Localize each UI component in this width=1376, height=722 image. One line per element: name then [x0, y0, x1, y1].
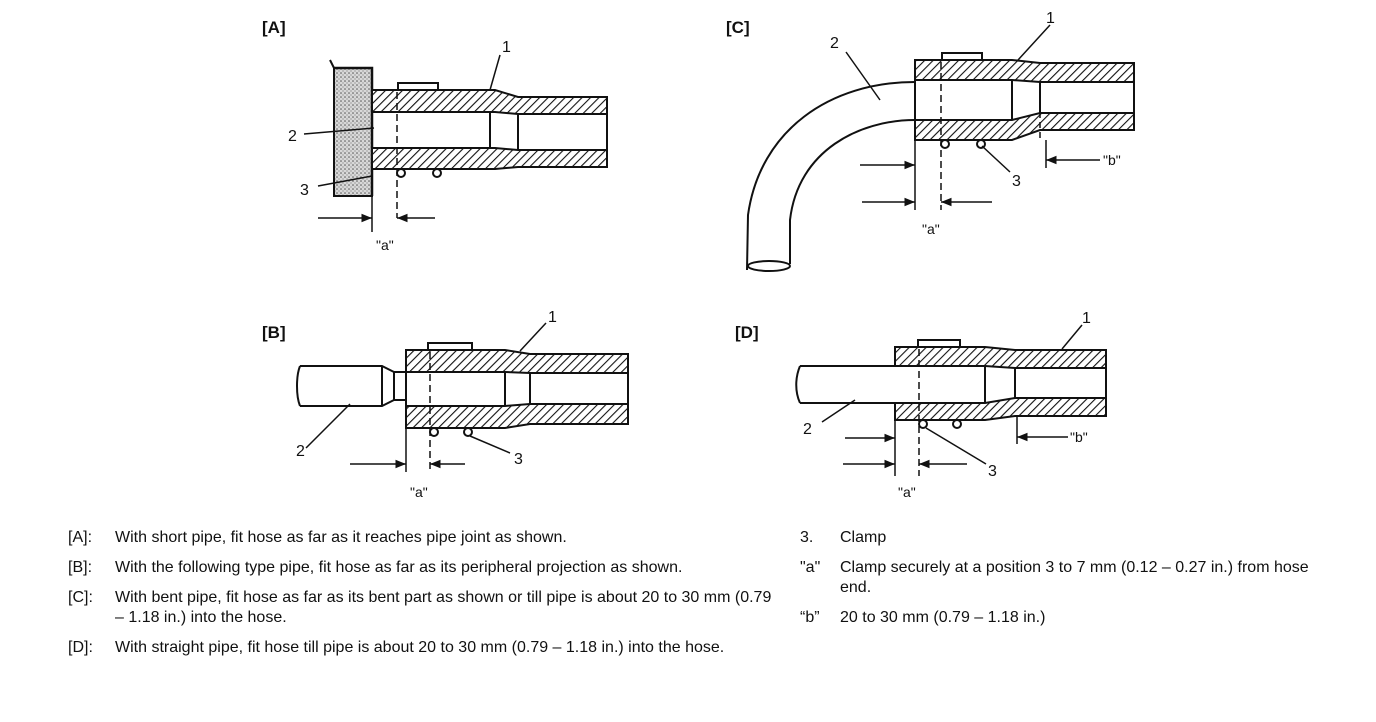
- label-dim-b-panel-d: "b": [1070, 429, 1088, 445]
- label-clamp-d: 3: [988, 463, 997, 480]
- panel-d: [D]: [735, 323, 1107, 476]
- label-dim-b-panel-c: "b": [1103, 152, 1121, 168]
- hose-d: [894, 346, 1107, 421]
- dim-c: [860, 140, 1100, 210]
- label-hose-a: 1: [502, 39, 511, 56]
- label-pipe-d: 2: [803, 421, 812, 438]
- dim-a-panel-b: [350, 428, 465, 472]
- legend-key: [D]:: [68, 639, 93, 656]
- legend-row-dim-b: “b” 20 to 30 mm (0.79 – 1.18 in.): [800, 608, 1330, 628]
- label-pipe-b: 2: [296, 443, 305, 460]
- clamp-d: [917, 339, 962, 476]
- panel-c-tag: [C]: [726, 18, 750, 37]
- legend-text: 20 to 30 mm (0.79 – 1.18 in.): [840, 609, 1046, 626]
- pipe-b: [300, 365, 406, 407]
- label-dim-a-panel-d: "a": [898, 484, 916, 500]
- pipe-d: [795, 365, 895, 404]
- legend-text: With bent pipe, fit hose as far as its b…: [115, 589, 772, 626]
- legend-key: "a": [800, 559, 821, 576]
- clamp-b: [427, 342, 473, 470]
- legend-text: Clamp securely at a position 3 to 7 mm (…: [840, 559, 1309, 596]
- legend-text: With short pipe, fit hose as far as it r…: [115, 529, 567, 546]
- legend-row-clamp: 3. Clamp: [800, 528, 1330, 548]
- legend-text: Clamp: [840, 529, 887, 546]
- legend-right: 3. Clamp "a" Clamp securely at a positio…: [800, 528, 1330, 638]
- hose-clamp-diagram: [A] 1 2 3 "a" [C]: [262, 10, 1135, 500]
- legend-key: 3.: [800, 529, 814, 546]
- legend-row-a: [A]: With short pipe, fit hose as far as…: [68, 528, 778, 548]
- legend-row-c: [C]: With bent pipe, fit hose as far as …: [68, 588, 778, 628]
- label-pipe-a: 2: [288, 128, 297, 145]
- label-hose-b: 1: [548, 309, 557, 326]
- clamp-a: [396, 82, 442, 218]
- hose-b: [405, 349, 629, 429]
- legend-row-d: [D]: With straight pipe, fit hose till p…: [68, 638, 778, 658]
- label-dim-a-panel-b: "a": [410, 484, 428, 500]
- label-clamp-a: 3: [300, 182, 309, 199]
- panel-b: [B]: [262, 322, 629, 472]
- pipe-a: [372, 111, 608, 150]
- hose-c: [914, 59, 1135, 141]
- panel-d-tag: [D]: [735, 323, 759, 342]
- legend-key: “b”: [800, 609, 820, 626]
- legend-row-dim-a: "a" Clamp securely at a position 3 to 7 …: [800, 558, 1330, 598]
- panel-a-tag: [A]: [262, 18, 286, 37]
- legend-row-b: [B]: With the following type pipe, fit h…: [68, 558, 778, 578]
- label-dim-a-panel-c: "a": [922, 221, 940, 237]
- dim-a-panel-a: [318, 196, 435, 232]
- legend-key: [A]:: [68, 529, 93, 546]
- legend-text: With straight pipe, fit hose till pipe i…: [115, 639, 725, 656]
- panel-b-tag: [B]: [262, 323, 286, 342]
- label-hose-d: 1: [1082, 310, 1091, 327]
- panel-c: [C]: [726, 18, 1135, 272]
- legend-key: [C]:: [68, 589, 93, 606]
- label-hose-c: 1: [1046, 10, 1055, 27]
- legend-left: [A]: With short pipe, fit hose as far as…: [68, 528, 778, 668]
- label-clamp-c: 3: [1012, 173, 1021, 190]
- label-clamp-b: 3: [514, 451, 523, 468]
- clamp-c: [940, 52, 986, 210]
- legend-key: [B]:: [68, 559, 93, 576]
- bent-pipe: [746, 81, 916, 271]
- dim-d: [843, 416, 1068, 476]
- label-pipe-c: 2: [830, 35, 839, 52]
- label-dim-a-panel-a: "a": [376, 237, 394, 253]
- legend-text: With the following type pipe, fit hose a…: [115, 559, 683, 576]
- panel-a: [A]: [262, 18, 608, 232]
